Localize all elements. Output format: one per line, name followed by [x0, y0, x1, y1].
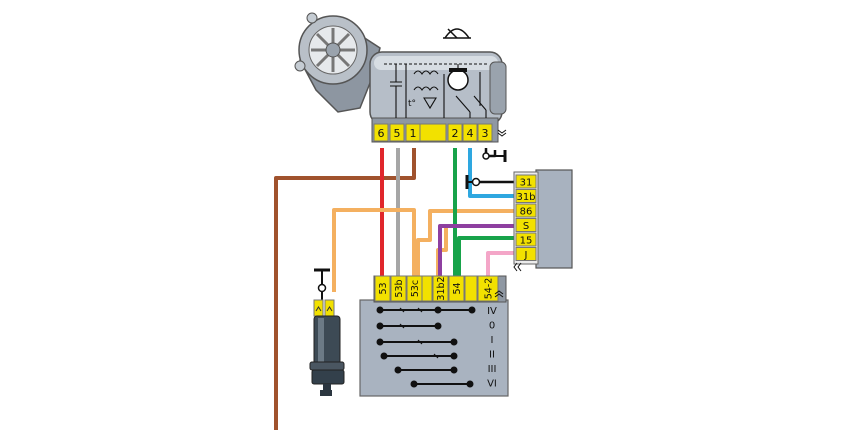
switch-position-vi: VI	[487, 379, 497, 390]
switch-terminal-31b2	[432, 275, 449, 302]
switch-terminal-blank	[464, 275, 478, 302]
motor-terminal-4	[462, 123, 478, 142]
motor-terminal-label: 3	[482, 127, 489, 140]
motor-terminal-blank	[419, 123, 447, 142]
motor-terminal-6	[373, 123, 389, 142]
motor-shaft	[325, 42, 341, 58]
pump-terminal-chevrons	[315, 306, 333, 312]
switch-terminal-53b	[390, 275, 407, 302]
motor-terminal-label: 1	[410, 127, 417, 140]
relay-ground-icon	[465, 175, 481, 189]
wire-green-relay	[457, 236, 516, 276]
motor-brush	[449, 68, 467, 72]
bolt-top	[306, 12, 318, 24]
switch-terminal-53	[374, 275, 391, 302]
bolt-left	[294, 60, 306, 72]
switch-terminal-row: 53 53b 53c 31b2 54 54-2	[374, 275, 499, 302]
motor-housing-highlight	[374, 56, 498, 70]
wire-purple	[438, 224, 516, 276]
motor-terminal-label: 2	[452, 127, 459, 140]
switch-position-ii: II	[489, 350, 495, 361]
relay-terminal-86	[515, 203, 537, 218]
motor-end-cap	[489, 61, 507, 115]
relay-terminal-column: 31 31b 86S 15J	[515, 174, 537, 261]
ground-icon	[482, 150, 507, 162]
pump-base	[311, 369, 345, 385]
relay-terminal-j	[515, 247, 537, 261]
relay-terminal-label: S	[523, 221, 529, 232]
switch-position-0: 0	[489, 321, 495, 332]
pump-terminal-left	[313, 299, 324, 317]
motor-terminal-label: 4	[467, 127, 474, 140]
switch-position-i: I	[491, 335, 494, 346]
pump-ground-ring	[317, 283, 327, 293]
switch-terminal-54	[448, 275, 465, 302]
switch-terminal-label: 53c	[410, 280, 421, 297]
switch-position-iii: III	[488, 364, 497, 375]
washer-pump	[309, 268, 345, 396]
pump-body	[313, 315, 341, 367]
relay-chevron-connector-icon	[513, 262, 522, 272]
pump-terminal-right	[324, 299, 335, 317]
switch-terminal-54-2	[477, 275, 499, 302]
motor-terminal-5	[389, 123, 405, 142]
motor-temp-label: t°	[408, 99, 416, 109]
motor-terminal-label: 5	[394, 127, 401, 140]
switch-position-iv: IV	[487, 306, 497, 317]
wire-brown	[274, 148, 416, 430]
wire-pink	[486, 251, 516, 276]
pump-nozzle-stem	[323, 384, 331, 390]
wire-blue	[468, 148, 516, 198]
pump-nozzle	[320, 390, 332, 396]
motor-terminal-3	[477, 123, 493, 142]
switch-contact-bars	[376, 306, 476, 388]
switch-terminal-label: 54-2	[484, 278, 495, 300]
switch-terminal-label: 53	[378, 282, 389, 294]
relay-module: 31 31b 86S 15J	[513, 169, 573, 269]
motor-terminal-label: 6	[378, 127, 385, 140]
switch-terminal-blank	[421, 275, 433, 302]
relay-terminal-label: J	[524, 250, 528, 261]
pump-body-highlight	[318, 318, 324, 364]
relay-terminal-label: 31b	[516, 192, 535, 203]
relay-terminal-label: 86	[520, 207, 533, 218]
motor-armature	[447, 69, 469, 91]
wire-orange-pump	[332, 208, 416, 292]
motor-terminal-2	[447, 123, 463, 142]
wire-orange-relay	[416, 209, 516, 276]
wires	[274, 148, 516, 430]
motor-internal-circuit	[384, 63, 488, 118]
relay-terminal-label: 31	[520, 178, 533, 189]
switch-chevron-connector-icon	[494, 290, 504, 298]
pump-collar	[309, 361, 345, 371]
relay-terminal-s	[515, 218, 537, 232]
switch-terminal-label: 53b	[394, 279, 405, 297]
relay-body	[535, 169, 573, 269]
wiper-icon	[443, 28, 471, 39]
relay-terminal-31b	[515, 189, 537, 203]
chevron-connector-icon	[497, 129, 507, 137]
switch-contact-ticks	[399, 307, 439, 359]
relay-terminal-label: 15	[520, 236, 533, 247]
switch-body	[359, 299, 509, 397]
switch-terminal-label: 31b2	[436, 276, 447, 300]
relay-terminal-31	[515, 174, 537, 189]
switch-terminal-label: 54	[452, 282, 463, 294]
relay-terminal-15	[515, 232, 537, 247]
